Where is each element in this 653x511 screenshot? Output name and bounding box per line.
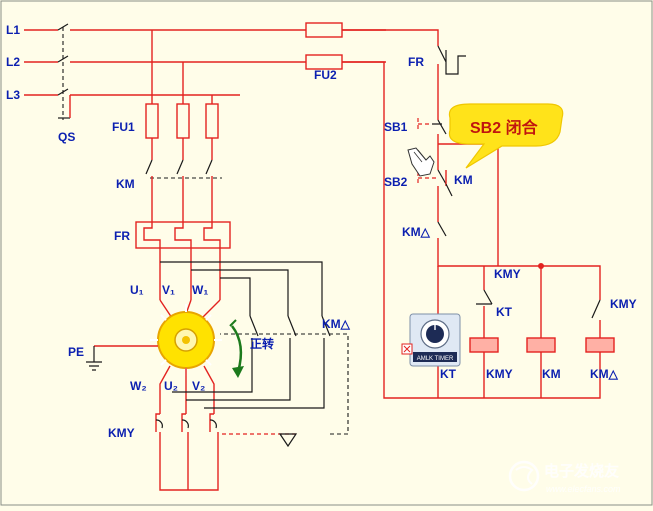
label-v1: V₁: [162, 283, 175, 297]
watermark-url: www.elecfans.com: [546, 484, 621, 494]
label-fr-control: FR: [408, 55, 424, 69]
label-km-delta-contact: KM△: [402, 225, 431, 239]
power-lines: [24, 22, 386, 120]
label-coil-kt: KT: [440, 367, 457, 381]
motor: [150, 304, 222, 376]
control-circuit: AMLK TIMER: [342, 29, 615, 399]
label-w2: W₂: [130, 379, 147, 393]
coil-km-delta: [585, 337, 615, 353]
label-kmy-main: KMY: [108, 426, 135, 440]
label-fr-main: FR: [114, 229, 130, 243]
label-w1: W₁: [192, 283, 208, 297]
line-label-l2: L2: [6, 55, 20, 69]
label-coil-km-delta: KM△: [590, 367, 619, 381]
hand-pointer-icon: [407, 147, 435, 177]
label-u1: U₁: [130, 283, 144, 297]
label-km-main: KM: [116, 177, 135, 191]
label-fu2: FU2: [314, 68, 337, 82]
main-circuit: [86, 30, 349, 491]
label-kmy-contact-right: KMY: [610, 297, 637, 311]
label-sb1: SB1: [384, 120, 408, 134]
callout-bubble: [448, 103, 564, 169]
line-label-l1: L1: [6, 23, 20, 37]
label-fu1: FU1: [112, 120, 135, 134]
line-label-l3: L3: [6, 88, 20, 102]
label-coil-km: KM: [542, 367, 561, 381]
label-kmy-contact-top: KMY: [494, 267, 521, 281]
label-kt-contact: KT: [496, 305, 513, 319]
label-u2: U₂: [164, 379, 178, 393]
coil-kmy: [469, 337, 499, 353]
timer-brand-text: AMLK TIMER: [417, 356, 454, 362]
label-v2: V₂: [192, 379, 205, 393]
label-rotation: 正转: [250, 336, 274, 351]
label-km-delta-main: KM△: [322, 317, 351, 331]
callout-text: SB2 闭合: [470, 118, 539, 137]
label-pe: PE: [68, 345, 84, 359]
label-sb2: SB2: [384, 175, 408, 189]
watermark-logo: 电子发烧友 www.elecfans.com: [508, 460, 621, 494]
label-coil-kmy: KMY: [486, 367, 513, 381]
coil-km: [526, 337, 556, 353]
timer-module: AMLK TIMER: [401, 313, 461, 367]
label-qs: QS: [58, 130, 75, 144]
label-km-aux: KM: [454, 173, 473, 187]
watermark-title: 电子发烧友: [544, 462, 619, 480]
